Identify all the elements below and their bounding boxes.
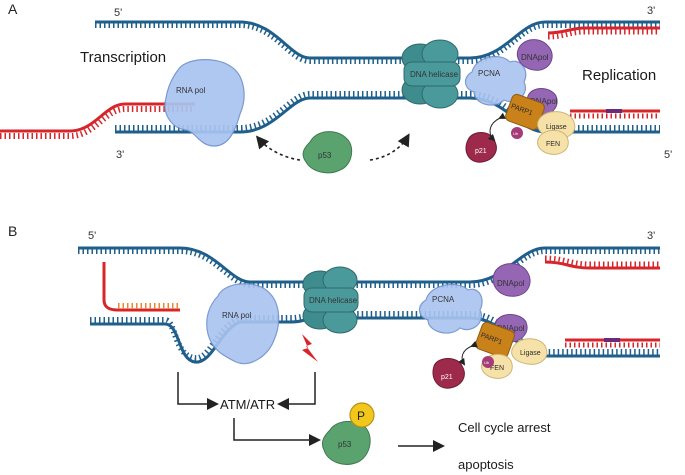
b-p21-shape bbox=[432, 358, 465, 389]
b-helicase-label: DNA helicase bbox=[309, 296, 358, 305]
a-p21-arrow bbox=[487, 112, 507, 142]
b-rna-pol-label: RNA pol bbox=[222, 311, 252, 320]
b-phospho-label: P bbox=[357, 409, 365, 423]
a-okazaki-mark bbox=[606, 109, 622, 113]
panel-b-letter: B bbox=[8, 223, 17, 239]
a-p53-label: p53 bbox=[318, 151, 332, 160]
b-phospho-icon bbox=[349, 402, 375, 428]
b-dna-helicase bbox=[302, 266, 359, 334]
b-rna-pol-shape bbox=[206, 283, 280, 365]
b-p21-arrow bbox=[458, 340, 478, 366]
b-signal-line-down bbox=[233, 418, 321, 446]
b-fen-label: FEN bbox=[490, 365, 504, 372]
b-dnapol-top-label: DNApol bbox=[497, 279, 525, 288]
b-leading-strand bbox=[544, 260, 660, 270]
panel-a-letter: A bbox=[8, 1, 18, 17]
a-replication-label: Replication bbox=[582, 67, 656, 84]
b-ligase-shape bbox=[511, 338, 548, 365]
a-transcription-label: Transcription bbox=[80, 49, 166, 66]
a-dnapol-bottom-label: DNApol bbox=[530, 97, 558, 106]
b-damage-bolt-icon bbox=[302, 334, 318, 362]
a-fen-label: FEN bbox=[546, 141, 560, 148]
a-end-top-right: 3' bbox=[647, 5, 655, 17]
b-outcome-1: Cell cycle arrest bbox=[458, 420, 551, 435]
b-pcna-shape bbox=[418, 283, 483, 334]
a-bottom-strand-ticks bbox=[115, 91, 660, 131]
a-leading-ticks bbox=[547, 29, 660, 40]
a-fen-shape bbox=[537, 130, 569, 155]
b-atm-atr-label: ATM/ATR bbox=[220, 397, 275, 412]
a-ub-label: Ub bbox=[513, 131, 519, 136]
a-end-top-left: 5' bbox=[114, 7, 122, 19]
b-parp1-shape bbox=[475, 321, 515, 359]
b-pcna-label: PCNA bbox=[432, 295, 455, 304]
b-end-top-left: 5' bbox=[88, 230, 96, 242]
a-ligase-label: Ligase bbox=[546, 124, 567, 131]
b-ligase-label: Ligase bbox=[520, 350, 541, 357]
a-dnapol-top-label: DNApol bbox=[521, 53, 549, 62]
a-end-bottom-left: 3' bbox=[116, 149, 124, 161]
a-ub-mark bbox=[511, 127, 523, 139]
b-outcome-2: apoptosis bbox=[458, 457, 514, 472]
a-p53-arrow-left bbox=[255, 135, 301, 161]
b-bottom-strand-ticks bbox=[90, 311, 660, 361]
a-end-bottom-right: 5' bbox=[664, 149, 672, 161]
b-p21-label: p21 bbox=[441, 374, 453, 381]
b-p53-label: p53 bbox=[338, 440, 352, 449]
a-p53-shape bbox=[302, 131, 353, 174]
a-rna-strand bbox=[0, 102, 195, 133]
a-p53-arrow-right bbox=[369, 133, 410, 161]
a-rna-pol-shape bbox=[164, 59, 245, 147]
a-rna-pol-label: RNA pol bbox=[176, 86, 206, 95]
b-rna-strand bbox=[102, 262, 180, 312]
a-rna-ticks bbox=[0, 106, 195, 139]
b-leading-ticks bbox=[544, 255, 660, 267]
a-pcna-label: PCNA bbox=[478, 69, 501, 78]
a-leading-strand bbox=[547, 26, 660, 35]
b-end-top-right: 3' bbox=[647, 230, 655, 242]
b-okazaki-mark bbox=[604, 338, 620, 342]
a-dnapol-top-shape bbox=[516, 39, 553, 71]
a-p21-label: p21 bbox=[475, 148, 487, 155]
panel-b: B 5' 3' RNA pol DNA helicase bbox=[8, 223, 660, 472]
b-signal-line-left bbox=[177, 372, 219, 410]
b-ub-label: Ub bbox=[484, 360, 490, 365]
b-dnapol-bottom-label: DNApol bbox=[497, 324, 525, 333]
a-dna-helicase bbox=[401, 39, 461, 109]
a-helicase-label: DNA helicase bbox=[410, 70, 459, 79]
b-ub-mark bbox=[482, 356, 494, 368]
b-signal-line-right bbox=[277, 372, 316, 410]
b-top-strand-ticks bbox=[78, 248, 660, 288]
b-dnapol-top-shape bbox=[492, 263, 531, 297]
panel-a: A 5' 3' 3' 5' Transcription Replication … bbox=[0, 1, 672, 174]
